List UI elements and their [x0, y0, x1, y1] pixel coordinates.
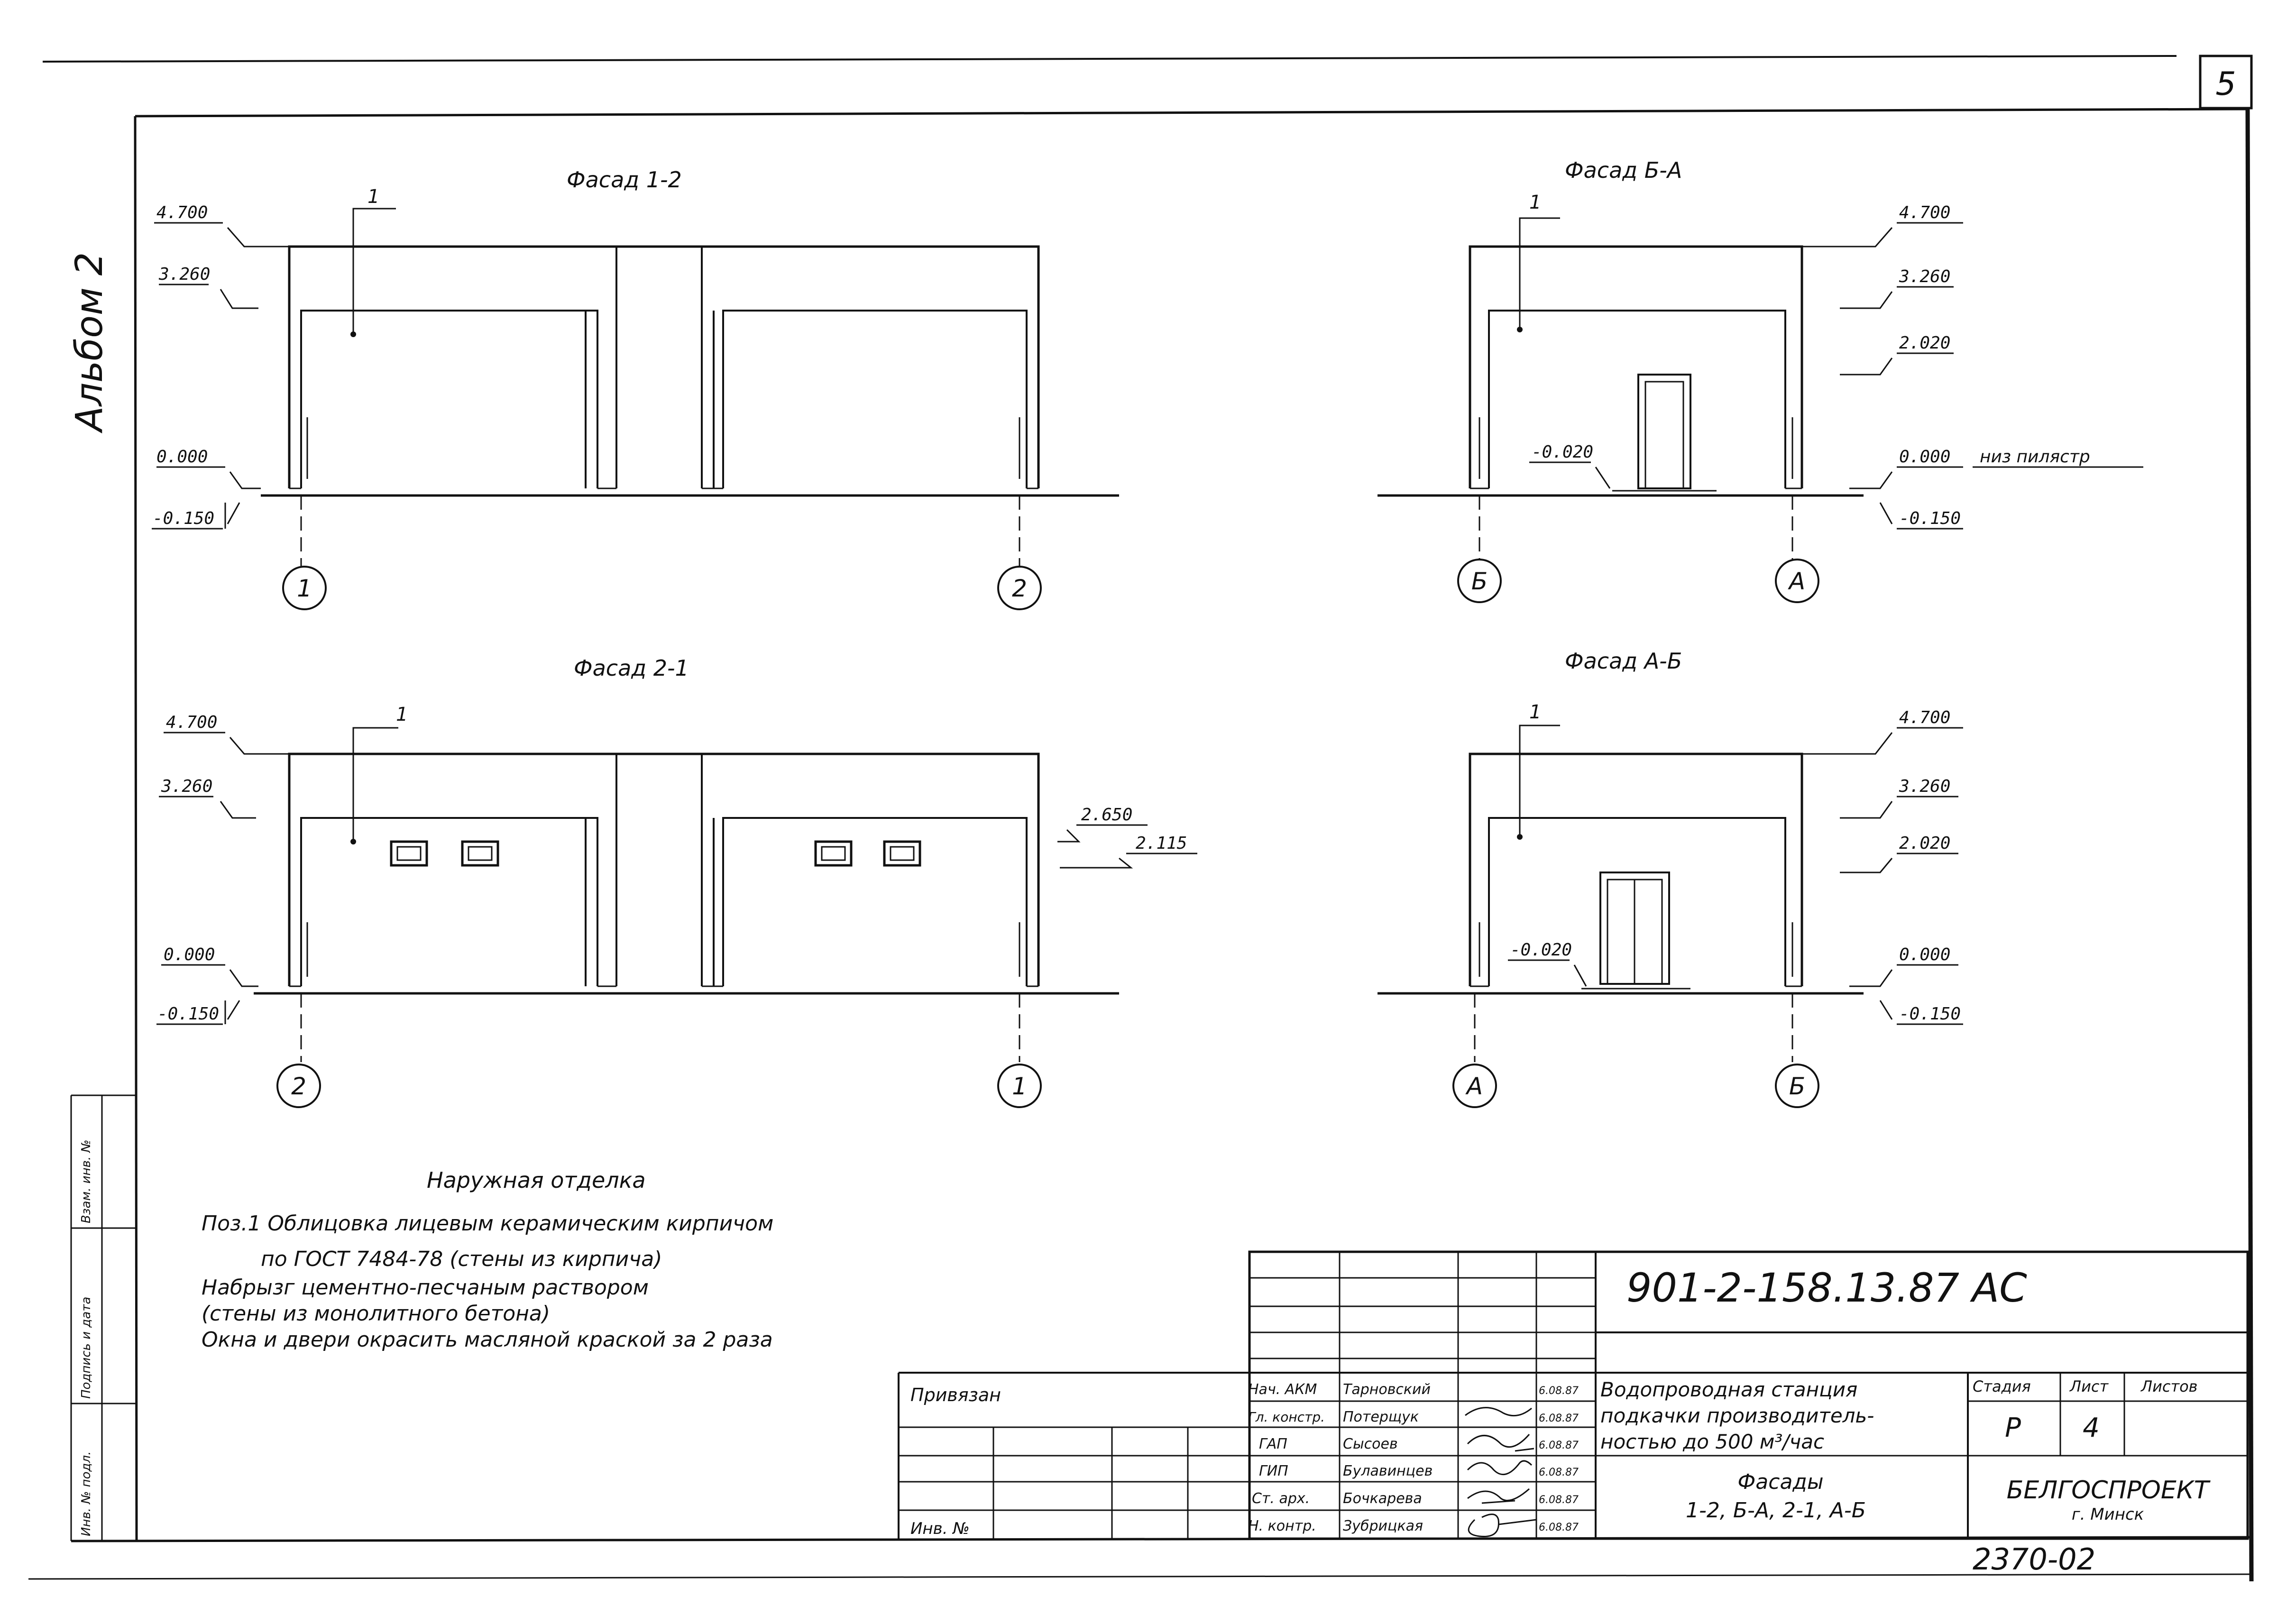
staff-date-6: 6.08.87 — [1539, 1522, 1579, 1533]
notes-title: Наружная отделка — [427, 1167, 646, 1193]
facade-a-b-axis-right: Б — [1789, 1073, 1805, 1100]
notes-line-5: Окна и двери окрасить масляной краской з… — [202, 1328, 773, 1352]
sheets-label: Листов — [2140, 1377, 2198, 1395]
tie-block: Привязан Инв. № — [898, 1372, 1249, 1539]
org-city: г. Минск — [2072, 1505, 2144, 1524]
facade-1-2-level-zero: 0.000 — [156, 447, 208, 467]
staff-role-5: Ст. арх. — [1252, 1490, 1310, 1507]
facade-b-a-axis-right: А — [1788, 568, 1805, 595]
facade-b-a-title: Фасад Б-А — [1565, 157, 1682, 183]
project-line-2: подкачки производитель- — [1600, 1404, 1874, 1427]
project-line-1: Водопроводная станция — [1600, 1378, 1857, 1401]
side-stamp-replace-inv: Взам. инв. № — [79, 1139, 93, 1223]
facade-2-1-window-top: 2.650 — [1081, 805, 1132, 825]
facade-1-2-title: Фасад 1-2 — [567, 167, 682, 193]
tie-inv-label: Инв. № — [910, 1519, 970, 1538]
notes-line-1: Поз.1 Облицовка лицевым керамическим кир… — [202, 1211, 773, 1236]
facade-a-b-callout: 1 — [1529, 701, 1541, 723]
sheet-title-1: Фасады — [1737, 1470, 1823, 1494]
staff-role-4: ГИП — [1259, 1463, 1288, 1479]
page-number-box: 5 — [2199, 55, 2253, 110]
facade-2-1-window-bottom: 2.115 — [1136, 834, 1187, 853]
staff-role-6: Н. контр. — [1248, 1518, 1316, 1534]
facade-a-b-level-top: 4.700 — [1899, 708, 1950, 727]
facade-b-a-level-zero: 0.000 — [1899, 447, 1950, 467]
facade-1-2-level-eaves: 3.260 — [158, 265, 210, 284]
drawing-code: 901-2-158.13.87 АС — [1626, 1265, 2027, 1311]
finish-notes: Наружная отделка Поз.1 Облицовка лицевым… — [202, 1167, 773, 1352]
facade-1-2-axis-right: 2 — [1012, 575, 1027, 602]
staff-role-2: Гл. констр. — [1248, 1409, 1325, 1425]
tie-label: Привязан — [910, 1385, 1001, 1405]
staff-name-5: Бочкарева — [1343, 1490, 1422, 1507]
staff-date-1: 6.08.87 — [1539, 1385, 1579, 1397]
sheet-label: Лист — [2069, 1377, 2109, 1395]
sheet-no-value: 4 — [2083, 1413, 2100, 1443]
title-block: 901-2-158.13.87 АС Стадия Лист Листов Р … — [1248, 1250, 2249, 1540]
facade-b-a-level-eaves: 3.260 — [1899, 267, 1950, 286]
facade-b-a-level-ground: -0.150 — [1899, 509, 1961, 528]
facade-a-b-level-zero: 0.000 — [1899, 945, 1950, 964]
facade-b-a-axis-left: Б — [1471, 568, 1488, 595]
signature-marks — [1465, 1407, 1537, 1538]
notes-line-2: по ГОСТ 7484-78 (стены из кирпича) — [261, 1247, 662, 1271]
facade-b-a-plinth-note: низ пилястр — [1980, 447, 2090, 467]
staff-name-3: Сысоев — [1343, 1436, 1398, 1452]
staff-date-2: 6.08.87 — [1539, 1413, 1579, 1424]
project-line-3: ностью до 500 м³/час — [1600, 1430, 1824, 1453]
staff-role-1: Нач. АКМ — [1248, 1381, 1317, 1398]
facade-2-1-level-zero: 0.000 — [164, 945, 215, 964]
staff-date-5: 6.08.87 — [1539, 1494, 1579, 1506]
facade-a-b-axis-left: А — [1465, 1073, 1483, 1100]
facade-2-1-axis-left: 2 — [291, 1073, 306, 1100]
facade-2-1-axis-right: 1 — [1012, 1073, 1027, 1100]
copy-number: 2370-02 — [1973, 1542, 2095, 1577]
facade-1-2-level-top: 4.700 — [156, 203, 208, 222]
staff-date-3: 6.08.87 — [1539, 1440, 1579, 1451]
staff-name-6: Зубрицкая — [1343, 1518, 1423, 1534]
facade-1-2: Фасад 1-2 1 1 2 4.700 3.260 0.0 — [152, 167, 1119, 610]
side-stamp-signature: Подпись и дата — [79, 1297, 93, 1399]
album-label: Альбом 2 — [68, 252, 111, 434]
facade-1-2-axis-left: 1 — [297, 575, 312, 602]
facade-1-2-level-ground: -0.150 — [153, 509, 214, 528]
staff-name-2: Потерщук — [1343, 1409, 1419, 1425]
notes-line-4: (стены из монолитного бетона) — [202, 1302, 550, 1326]
side-stamp-inv-orig: Инв. № подл. — [79, 1451, 93, 1536]
stage-label: Стадия — [1973, 1377, 2031, 1395]
facade-b-a-level-door: 2.020 — [1899, 333, 1950, 353]
facade-a-b-level-ground: -0.150 — [1899, 1004, 1961, 1024]
facade-b-a-callout: 1 — [1529, 192, 1541, 213]
facade-2-1-title: Фасад 2-1 — [574, 655, 689, 681]
notes-line-3: Набрызг цементно-песчаным раствором — [202, 1275, 649, 1300]
facade-a-b: Фасад А-Б 1 А Б 4.700 3.260 2.020 — [1378, 648, 1963, 1108]
sheet-frame — [28, 55, 2254, 1582]
sheet-title-2: 1-2, Б-А, 2-1, А-Б — [1686, 1498, 1866, 1523]
facade-1-2-callout: 1 — [367, 186, 379, 208]
org-name: БЕЛГОСПРОЕКТ — [2007, 1476, 2211, 1505]
facade-2-1-callout: 1 — [396, 704, 408, 725]
staff-name-1: Тарновский — [1343, 1381, 1431, 1398]
facade-b-a-level-top: 4.700 — [1899, 203, 1950, 222]
facade-a-b-level-eaves: 3.260 — [1899, 777, 1950, 796]
facade-a-b-door-level: -0.020 — [1510, 940, 1572, 960]
facade-2-1-level-eaves: 3.260 — [161, 777, 212, 796]
staff-name-4: Булавинцев — [1343, 1463, 1433, 1479]
page-number: 5 — [2215, 65, 2236, 103]
facade-2-1-level-top: 4.700 — [166, 713, 217, 732]
staff-role-3: ГАП — [1259, 1436, 1287, 1452]
facade-2-1-level-ground: -0.150 — [157, 1004, 219, 1024]
facade-a-b-level-door: 2.020 — [1899, 834, 1950, 853]
facade-b-a: Фасад Б-А 1 Б А 4.700 3.260 2.020 — [1378, 157, 2143, 603]
facade-b-a-door-level: -0.020 — [1532, 442, 1593, 462]
facade-a-b-title: Фасад А-Б — [1565, 648, 1682, 674]
staff-date-4: 6.08.87 — [1539, 1467, 1579, 1478]
facade-2-1: Фасад 2-1 1 2 1 — [156, 655, 1197, 1108]
stage-value: Р — [2005, 1413, 2021, 1443]
